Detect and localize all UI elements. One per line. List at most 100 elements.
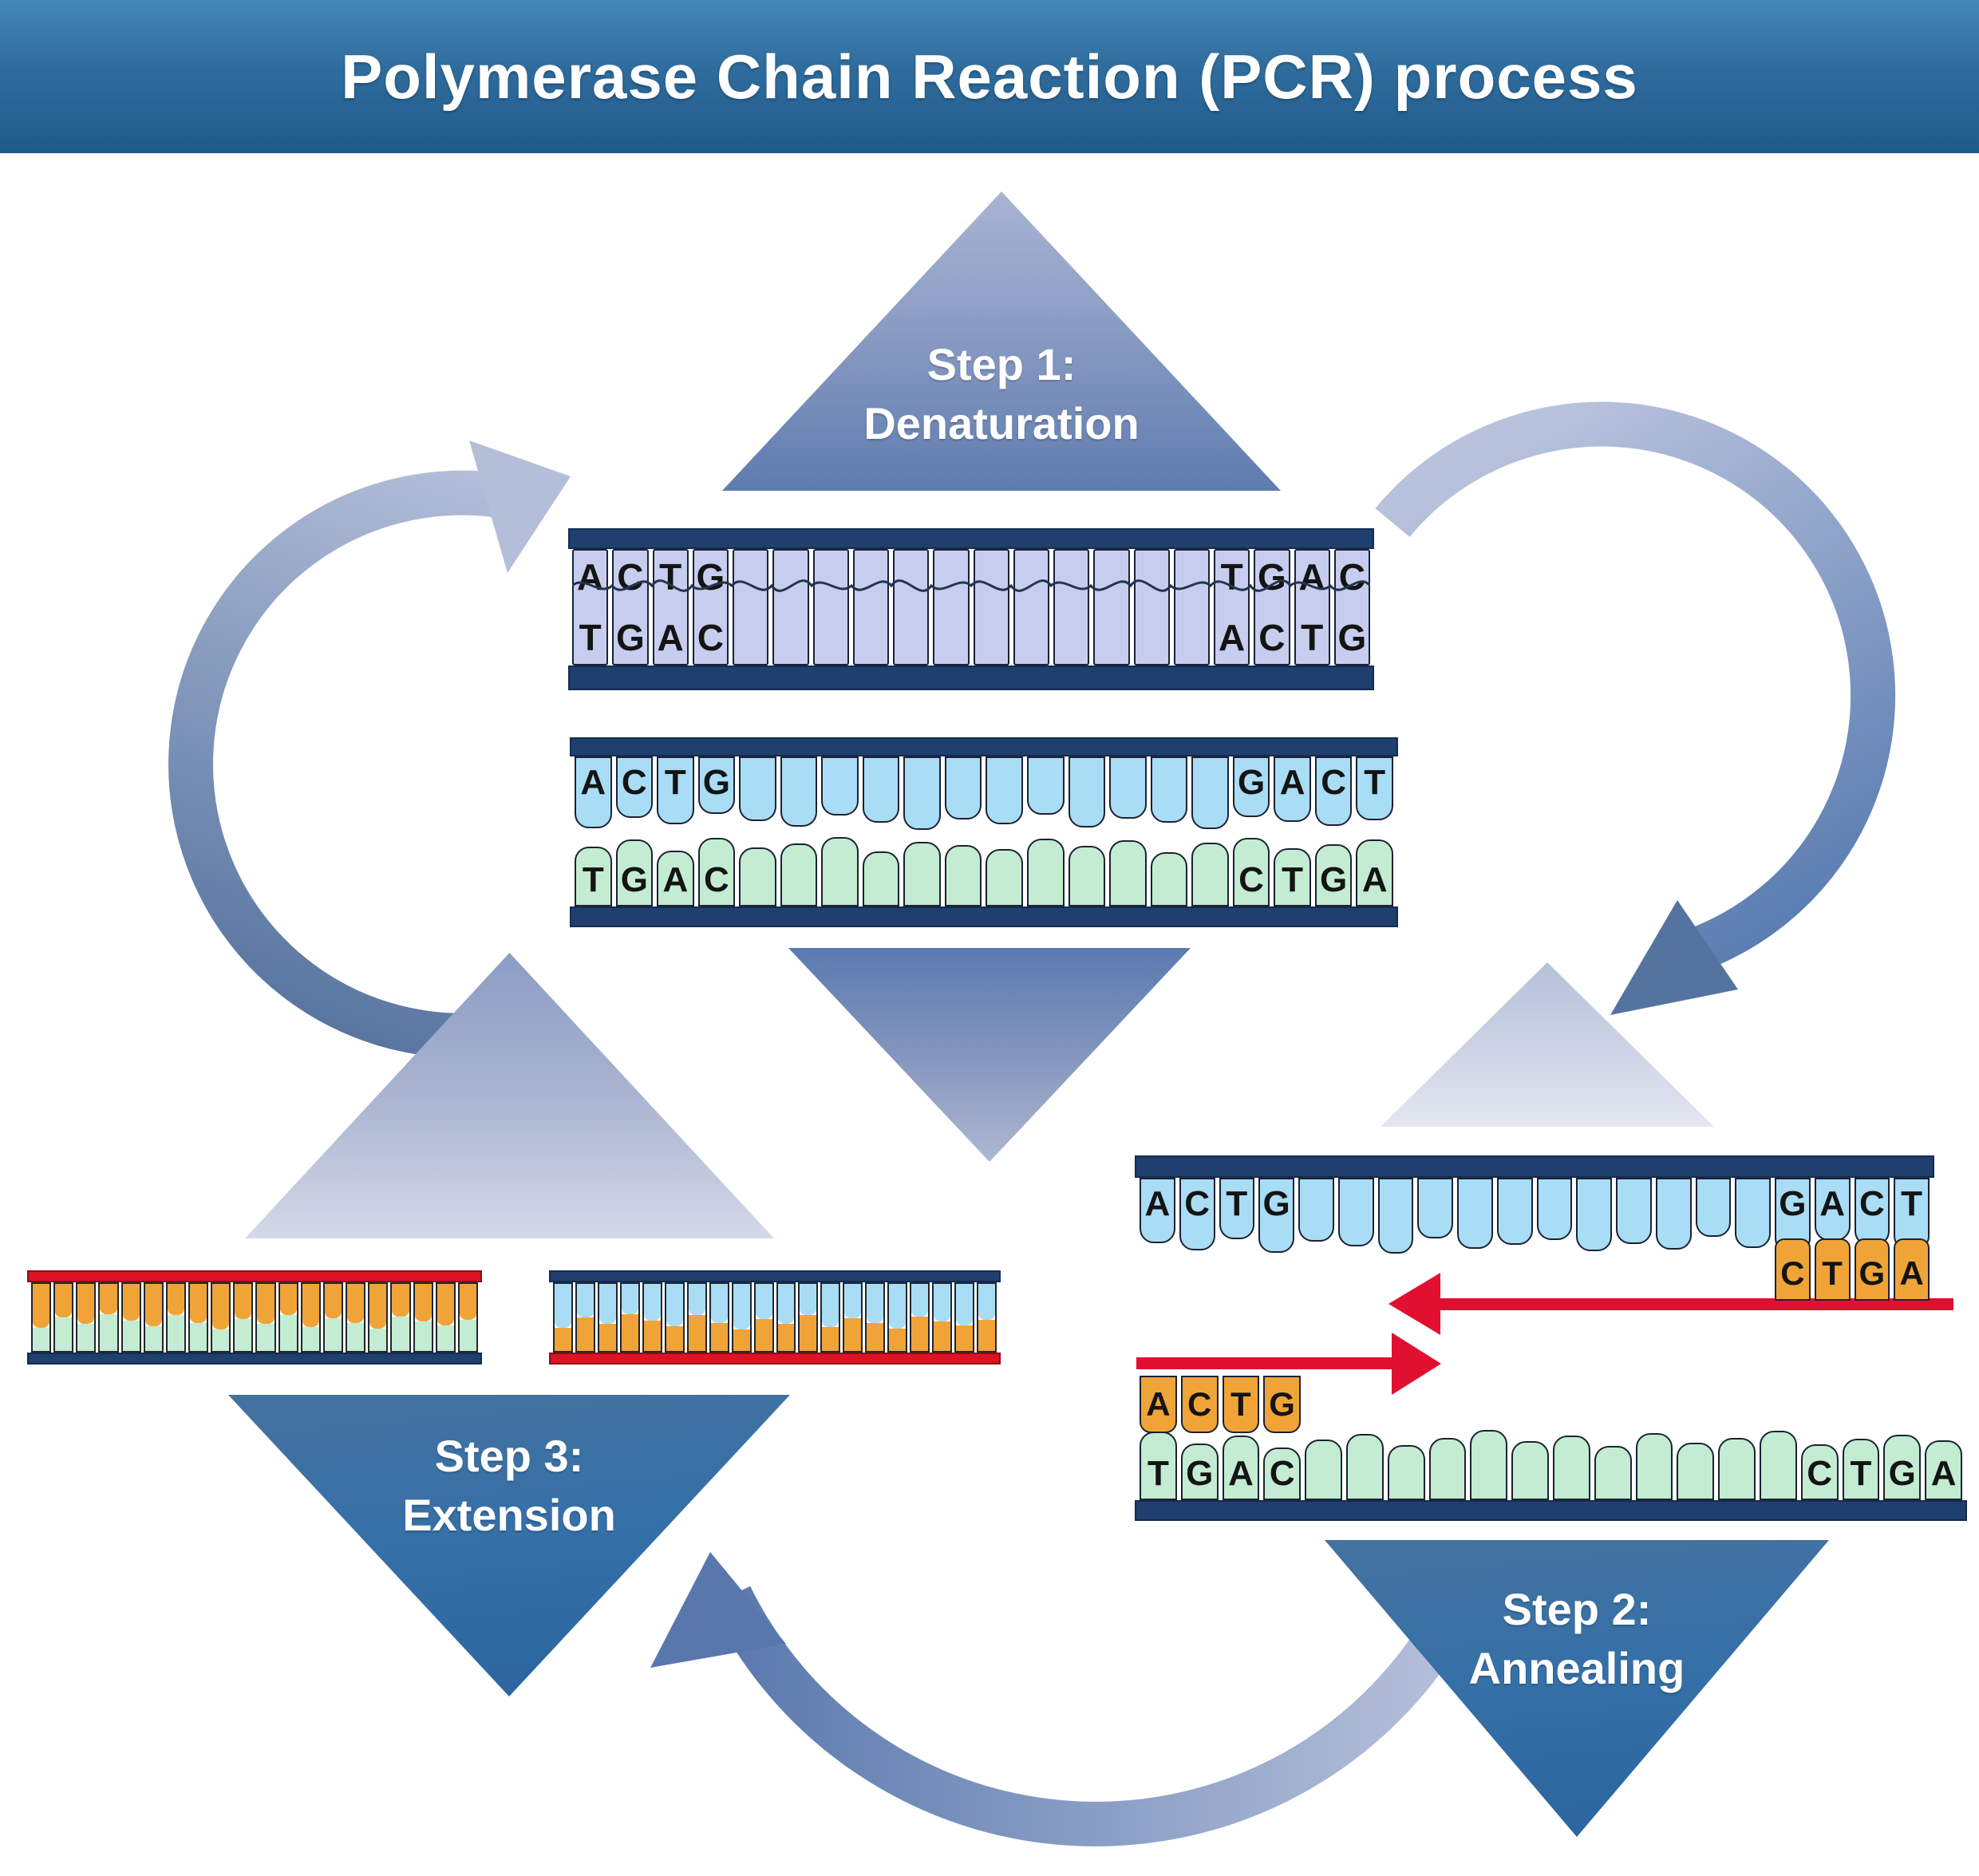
base-tooth-cell: G xyxy=(1314,844,1353,906)
base-letter: A xyxy=(1144,1184,1171,1223)
extension-base-column xyxy=(753,1282,774,1353)
extension-base-column xyxy=(932,1282,953,1353)
primer-base-cell: G xyxy=(1854,1238,1890,1301)
base-tooth-cell xyxy=(1337,1178,1374,1246)
base-tooth-cell xyxy=(1735,1178,1771,1248)
base-pair-cell xyxy=(772,549,809,665)
page-title: Polymerase Chain Reaction (PCR) process xyxy=(341,41,1638,112)
extension-base-column xyxy=(731,1282,752,1353)
base-pair-cell xyxy=(973,549,1009,665)
base-tooth-cell xyxy=(739,847,776,906)
base-letter: G xyxy=(1237,763,1266,802)
base-tooth-cell xyxy=(1677,1443,1715,1500)
base-tooth-cell: C xyxy=(1179,1178,1215,1250)
base-tooth-cell: T xyxy=(1842,1439,1880,1500)
extension-base-column xyxy=(619,1282,640,1353)
cycle-arrow-bottom xyxy=(650,1552,1456,1846)
base-tooth-cell xyxy=(1718,1438,1756,1500)
base-tooth-cell xyxy=(1150,756,1188,823)
base-letter: G xyxy=(1337,617,1367,658)
base-letter: T xyxy=(659,556,682,598)
primer-base-cell: A xyxy=(1140,1376,1177,1433)
extension-product-right xyxy=(549,1270,1001,1365)
base-letter: C xyxy=(1238,860,1264,899)
extension-base-column xyxy=(413,1282,433,1353)
base-pair-cell xyxy=(1173,549,1210,665)
extension-base-column xyxy=(322,1282,344,1353)
base-letter: A xyxy=(657,617,684,658)
base-tooth-cell xyxy=(1150,852,1188,906)
extension-base-column xyxy=(390,1282,411,1353)
extension-base-column xyxy=(820,1282,841,1353)
base-letter: A xyxy=(1146,1385,1171,1423)
primer-base-cell: C xyxy=(1775,1238,1811,1301)
hydrogen-bond-wave xyxy=(572,579,1370,592)
base-letter: T xyxy=(1230,1385,1251,1423)
extension-base-column xyxy=(368,1282,389,1353)
base-tooth-cell xyxy=(1298,1178,1334,1242)
base-tooth-cell xyxy=(1695,1178,1732,1237)
base-letter: T xyxy=(1226,1184,1248,1223)
base-letter: T xyxy=(582,860,604,899)
primer-base-cell: T xyxy=(1814,1238,1851,1301)
base-letter: T xyxy=(1850,1454,1872,1493)
base-letter: T xyxy=(664,763,686,802)
extension-base-column xyxy=(709,1282,729,1353)
base-letter: A xyxy=(1899,1254,1924,1292)
base-letter: T xyxy=(1282,860,1304,899)
primer-base-cell: G xyxy=(1263,1376,1301,1433)
base-letter: G xyxy=(1779,1184,1807,1223)
extension-base-column xyxy=(642,1282,662,1353)
base-tooth-cell: T xyxy=(1219,1178,1255,1239)
base-tooth-cell xyxy=(903,842,941,906)
base-letter: A xyxy=(1298,556,1325,598)
primer-base-cell: C xyxy=(1180,1376,1219,1433)
base-tooth-cell: T xyxy=(1140,1432,1177,1500)
base-tooth-cell: A xyxy=(1925,1440,1962,1500)
base-tooth-cell: C xyxy=(1263,1447,1302,1500)
base-tooth-cell xyxy=(1470,1430,1508,1500)
base-letter: C xyxy=(1269,1454,1295,1493)
base-letter: C xyxy=(1187,1385,1212,1423)
step2-label: Step 2: Annealing xyxy=(1325,1580,1829,1698)
base-tooth-cell: T xyxy=(1356,756,1393,820)
base-tooth-cell xyxy=(1635,1433,1673,1500)
base-tooth-cell xyxy=(1387,1445,1425,1500)
base-tooth-cell xyxy=(1428,1438,1467,1500)
primer-base-cell: T xyxy=(1222,1376,1260,1433)
extension-base-column xyxy=(233,1282,254,1353)
base-tooth-cell xyxy=(1068,756,1106,827)
step2-line2: Annealing xyxy=(1468,1643,1685,1693)
base-pair-cell xyxy=(933,549,970,665)
annealing-bottom-backbone xyxy=(1135,1500,1967,1521)
base-tooth-cell: A xyxy=(1814,1178,1851,1241)
dna-backbone-top xyxy=(568,528,1374,549)
extension-base-column xyxy=(776,1282,796,1353)
base-tooth-cell xyxy=(1511,1441,1549,1500)
base-letter: A xyxy=(580,763,606,802)
base-letter: C xyxy=(697,617,724,658)
base-letter: C xyxy=(1184,1184,1211,1223)
base-pair-cell xyxy=(1093,549,1130,665)
extension-base-column xyxy=(553,1282,573,1353)
extension-base-column xyxy=(165,1282,187,1353)
extension-left-bases xyxy=(31,1282,478,1353)
primer-arrow-right xyxy=(1136,1333,1441,1395)
base-letter: T xyxy=(579,617,602,658)
base-letter: C xyxy=(1807,1454,1833,1493)
base-tooth-cell xyxy=(1594,1446,1632,1500)
base-letter: C xyxy=(1258,617,1286,658)
base-letter: G xyxy=(615,617,645,658)
step3-label: Step 3: Extension xyxy=(228,1427,790,1545)
